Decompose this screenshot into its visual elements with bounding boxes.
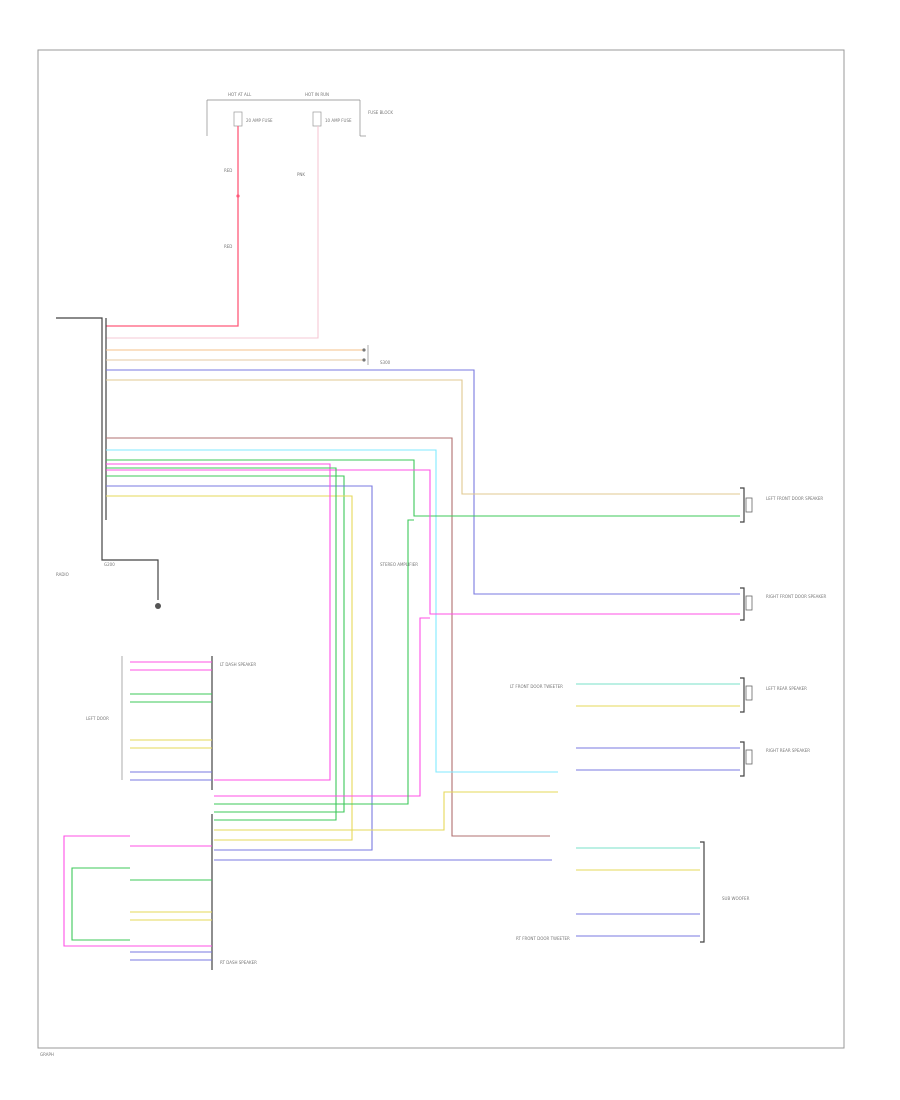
wire-green-3	[106, 467, 337, 821]
wire-magenta-upper	[106, 469, 690, 615]
speaker-right-rear: RIGHT REAR SPEAKER	[576, 741, 810, 777]
radio-label: RADIO	[56, 572, 69, 577]
amp-label: STEREO AMPLIFIER	[380, 562, 418, 567]
speaker-left-rear: LEFT REAR SPEAKER LT FRONT DOOR TWEETER	[510, 677, 807, 713]
speaker-lr-label: LEFT REAR SPEAKER	[766, 686, 807, 691]
sub-label: SUB WOOFER	[722, 896, 750, 901]
fuse-10a	[312, 111, 322, 127]
speaker-rr-label: RIGHT REAR SPEAKER	[766, 748, 810, 753]
wire-blue-upper	[106, 369, 690, 595]
left-door-connector: LEFT DOOR LT DASH SPEAKER RT DASH SPEAKE…	[63, 656, 257, 970]
wire-yellow-2	[106, 495, 353, 841]
speaker-right-front: RIGHT FRONT DOOR SPEAKER	[690, 587, 827, 621]
dash-l-label: LT DASH SPEAKER	[220, 662, 256, 667]
wire-magenta-rear	[214, 617, 430, 797]
speaker-left-front: LEFT FRONT DOOR SPEAKER	[690, 487, 823, 523]
wire-red-feed	[106, 126, 239, 327]
tweeter-r-label: RT FRONT DOOR TWEETER	[516, 936, 570, 941]
ground-label: G200	[104, 562, 115, 567]
wire-blue-2	[106, 485, 373, 851]
wire-magenta-2	[106, 463, 331, 781]
wire-green-upper	[106, 459, 690, 517]
wire-pink-feed	[106, 126, 319, 339]
tweeter-l-label: LT FRONT DOOR TWEETER	[510, 684, 563, 689]
wire-red-label-2: RED	[224, 244, 232, 249]
fuse-20a	[233, 111, 243, 127]
speaker-rf-label: RIGHT FRONT DOOR SPEAKER	[766, 594, 827, 599]
dash-r-label: RT DASH SPEAKER	[220, 960, 257, 965]
fuse-block: HOT AT ALL HOT IN RUN FUSE BLOCK 20 AMP …	[206, 92, 393, 137]
fuse-block-label: FUSE BLOCK	[368, 110, 393, 115]
diagram-frame	[37, 49, 845, 1049]
speaker-lf-label: LEFT FRONT DOOR SPEAKER	[766, 496, 823, 501]
fuse-hot-in-run-label: HOT IN RUN	[305, 92, 329, 97]
fuse-20a-label: 20 AMP FUSE	[246, 118, 273, 123]
wire-cyan	[106, 449, 558, 773]
wire-red-label-1: RED	[224, 168, 232, 173]
fuse-hot-at-all-label: HOT AT ALL	[228, 92, 252, 97]
wire-tan-upper	[106, 379, 690, 495]
wire-green-rear	[214, 519, 414, 805]
wire-pnk-label: PNK	[297, 172, 305, 177]
left-door-label: LEFT DOOR	[86, 716, 109, 721]
fuse-10a-label: 10 AMP FUSE	[325, 118, 352, 123]
footer-label: GRAPH	[40, 1052, 54, 1057]
wire-brown	[106, 437, 550, 837]
wire-green-2	[106, 475, 345, 813]
subwoofer: SUB WOOFER RT FRONT DOOR TWEETER	[516, 841, 750, 943]
wire-yellow-rear	[214, 791, 558, 831]
splice-label: S300	[380, 360, 391, 365]
